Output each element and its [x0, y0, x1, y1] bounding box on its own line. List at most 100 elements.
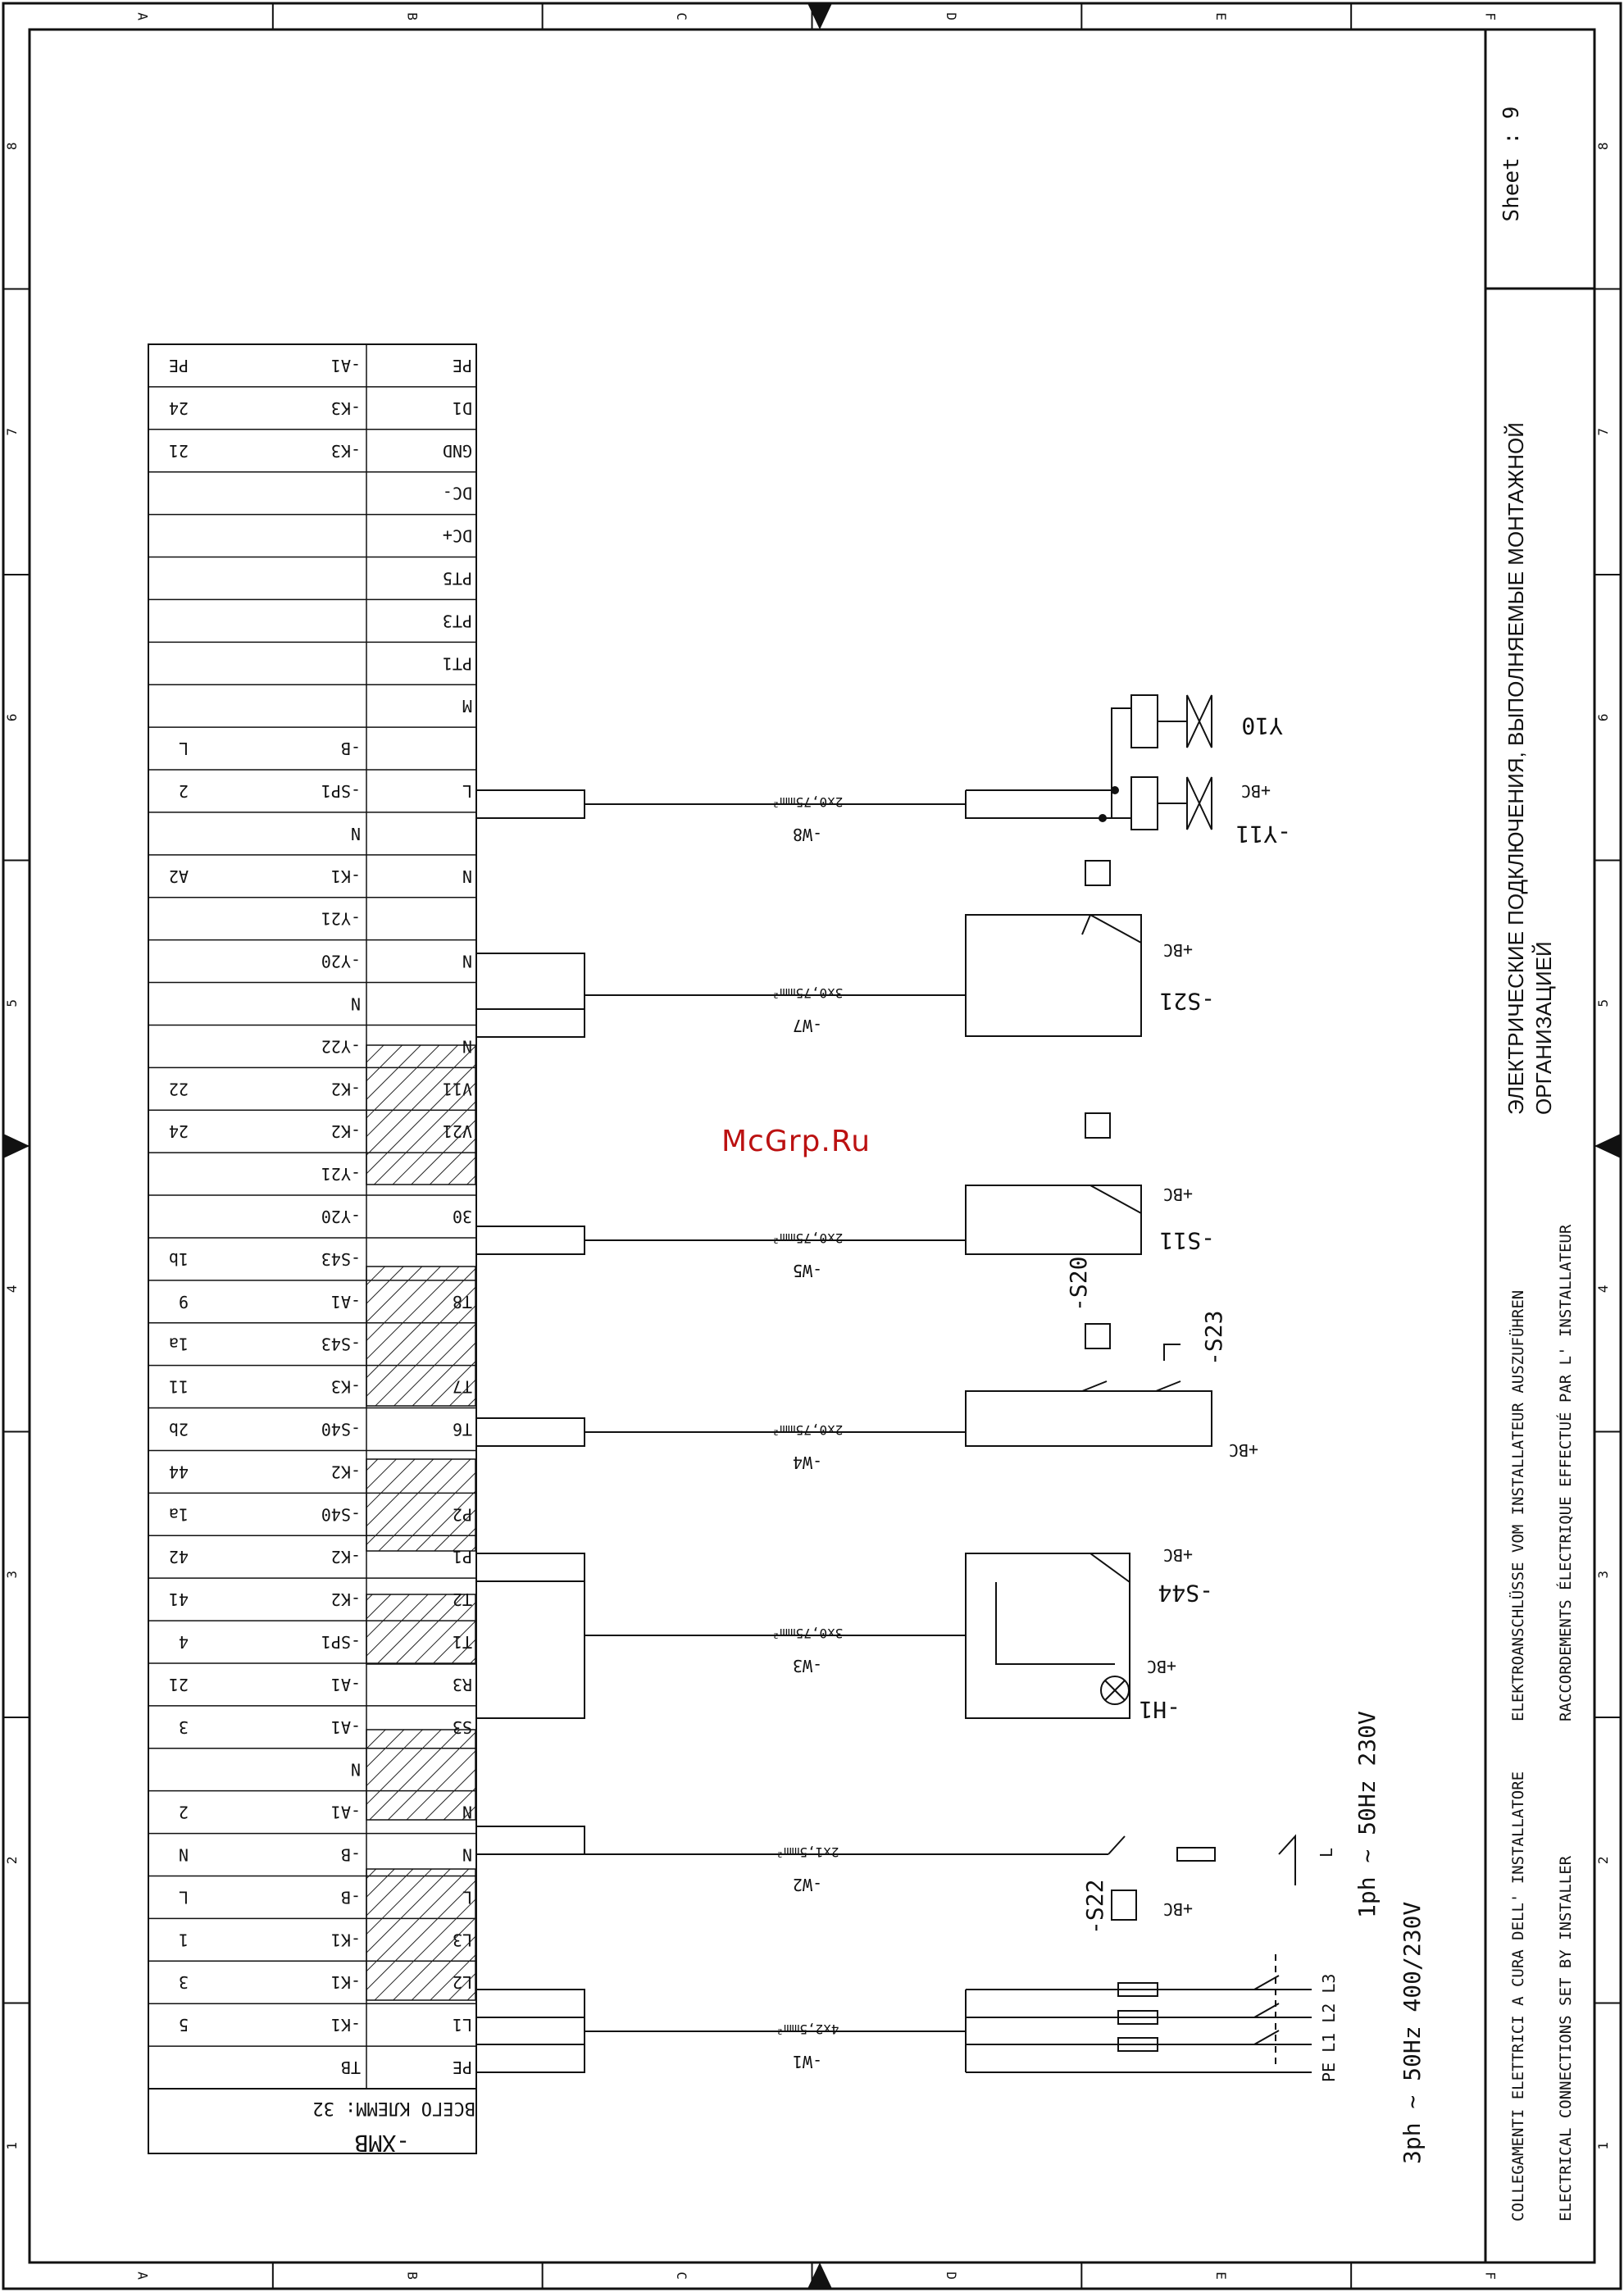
frame-col-label: C [674, 2272, 689, 2280]
terminal-pin: 44 [169, 1462, 189, 1481]
terminal-device: -K1 [331, 1972, 361, 1992]
frame-row-label: 4 [4, 1285, 20, 1293]
terminal-id: D1 [453, 398, 472, 418]
terminal-id: L [462, 781, 472, 801]
label-phases: PE L1 L2 L3 [1319, 1974, 1339, 2082]
terminal-device: -K2 [331, 1462, 361, 1481]
cable-spec: 2x0,75mm² [772, 1422, 844, 1438]
terminal-device: -Y20 [321, 952, 361, 971]
terminal-device: -K2 [331, 1079, 361, 1098]
cable-spec: 4x2,5mm² [776, 2021, 839, 2037]
terminal-device: -SP1 [321, 781, 361, 801]
frame-col-label: B [404, 12, 420, 20]
terminal-pin: 1a [169, 1335, 189, 1354]
frame-row-label: 2 [4, 1856, 20, 1864]
terminal-device: -B [341, 1845, 361, 1865]
hatch-area-4 [366, 1594, 476, 1665]
frame-row-label: 8 [4, 142, 20, 150]
frame-col-label: B [404, 2272, 420, 2280]
label-y10: Y10 [1241, 712, 1283, 739]
frame-row-label: 6 [4, 713, 20, 721]
cables [476, 789, 1312, 2073]
terminal-device: -Y20 [321, 1207, 361, 1226]
terminal-device: N [351, 1760, 361, 1780]
terminal-id: GND [443, 441, 472, 461]
label-l: L [1317, 1848, 1336, 1858]
frame-col-label: E [1213, 2272, 1229, 2280]
terminal-device: N [351, 824, 361, 844]
terminal-device: -K1 [331, 1930, 361, 1949]
cable-id: -W3 [793, 1656, 822, 1676]
label-bc-h1: +BC [1147, 1657, 1176, 1676]
terminal-pin: 3 [179, 1717, 189, 1737]
cable-labels: -W14x2,5mm²-W22x1,5mm²-W33x0,75mm²-W42x0… [772, 794, 844, 2071]
frame-row-label: 4 [1595, 1285, 1611, 1293]
watermark: McGrp.Ru [721, 1125, 871, 1158]
terminal-pin: PE [169, 356, 189, 375]
label-s11: -S11 [1160, 1227, 1215, 1254]
terminal-device: TB [341, 2058, 361, 2077]
label-bc-s44: +BC [1163, 1545, 1193, 1565]
frame-row-label: 5 [1595, 999, 1611, 1007]
terminal-pin: 11 [169, 1377, 189, 1397]
label-y11: -Y11 [1236, 821, 1291, 848]
device-labels: -Y11 +BC Y10 -S21 +BC -S11 +BC -S20 -S23… [1065, 712, 1426, 2164]
terminal-rows: PE-A1PED1-K324GND-K321DC-DC+PT5PT3PT1M-B… [148, 344, 476, 2090]
terminal-id: PT3 [443, 611, 472, 630]
title-it: COLLEGAMENTI ELETTRICI A CURA DELL' INST… [1509, 1771, 1527, 2222]
label-bc-s21: +BC [1163, 940, 1193, 960]
terminal-device: -B [341, 1887, 361, 1907]
terminal-device: -S43 [321, 1335, 361, 1354]
terminal-id: N [462, 952, 472, 971]
terminal-device: -K3 [331, 1377, 361, 1397]
terminal-device: N [351, 994, 361, 1013]
frame-row-label: 5 [4, 999, 20, 1007]
title-en: ELECTRICAL CONNECTIONS SET BY INSTALLER [1557, 1855, 1575, 2222]
terminal-device: -Y21 [321, 909, 361, 929]
terminal-id: PE [453, 356, 472, 375]
terminal-id: T6 [453, 1420, 472, 1439]
hatch-area-2 [366, 1266, 476, 1407]
terminal-id: DC+ [443, 526, 472, 546]
terminal-device: -K1 [331, 866, 361, 886]
label-s20: -S20 [1065, 1257, 1092, 1312]
terminal-pin: 2 [179, 1803, 189, 1822]
frame-row-label: 6 [1595, 713, 1611, 721]
terminal-device: -A1 [331, 1292, 361, 1312]
terminal-pin: A2 [169, 866, 189, 886]
label-bc-s11: +BC [1163, 1185, 1193, 1204]
terminal-pin: L [179, 1887, 189, 1907]
terminal-block-name: -XMB [355, 2130, 410, 2157]
label-s23: -S23 [1200, 1311, 1227, 1366]
hatch-area-5 [366, 1729, 476, 1821]
terminal-device: -S40 [321, 1504, 361, 1524]
terminal-device: -A1 [331, 1675, 361, 1694]
frame-col-label: F [1483, 12, 1499, 20]
terminal-id: PT1 [443, 653, 472, 673]
cable-spec: 3x0,75mm² [772, 985, 844, 1001]
title-ru-line-2: ОРГАНИЗАЦИЕЙ [1531, 941, 1556, 1115]
terminal-id: PT5 [443, 568, 472, 588]
frame-col-label: E [1213, 12, 1229, 20]
terminal-pin: 24 [169, 398, 189, 418]
terminal-id: PE [453, 2058, 472, 2077]
terminal-pin: 1b [169, 1249, 189, 1269]
sheet-number: Sheet : 9 [1499, 107, 1524, 222]
terminal-id: DC- [443, 484, 472, 503]
frame-row-label: 8 [1595, 142, 1611, 150]
hatch-area-3 [366, 1458, 476, 1552]
frame-center-mark [807, 2262, 832, 2289]
cable-id: -W1 [793, 2052, 822, 2071]
frame-row-label: 1 [4, 2142, 20, 2150]
hatch-area-6 [366, 1868, 476, 2001]
frame-col-label: C [674, 12, 689, 20]
terminal-id: L1 [453, 2015, 472, 2035]
terminal-pin: 2b [169, 1420, 189, 1439]
terminal-device: -K1 [331, 2015, 361, 2035]
terminal-pin: 42 [169, 1547, 189, 1567]
terminal-pin: N [179, 1845, 189, 1865]
cable-id: -W4 [793, 1453, 822, 1472]
frame-col-label: D [944, 12, 959, 20]
terminal-device: -K3 [331, 398, 361, 418]
